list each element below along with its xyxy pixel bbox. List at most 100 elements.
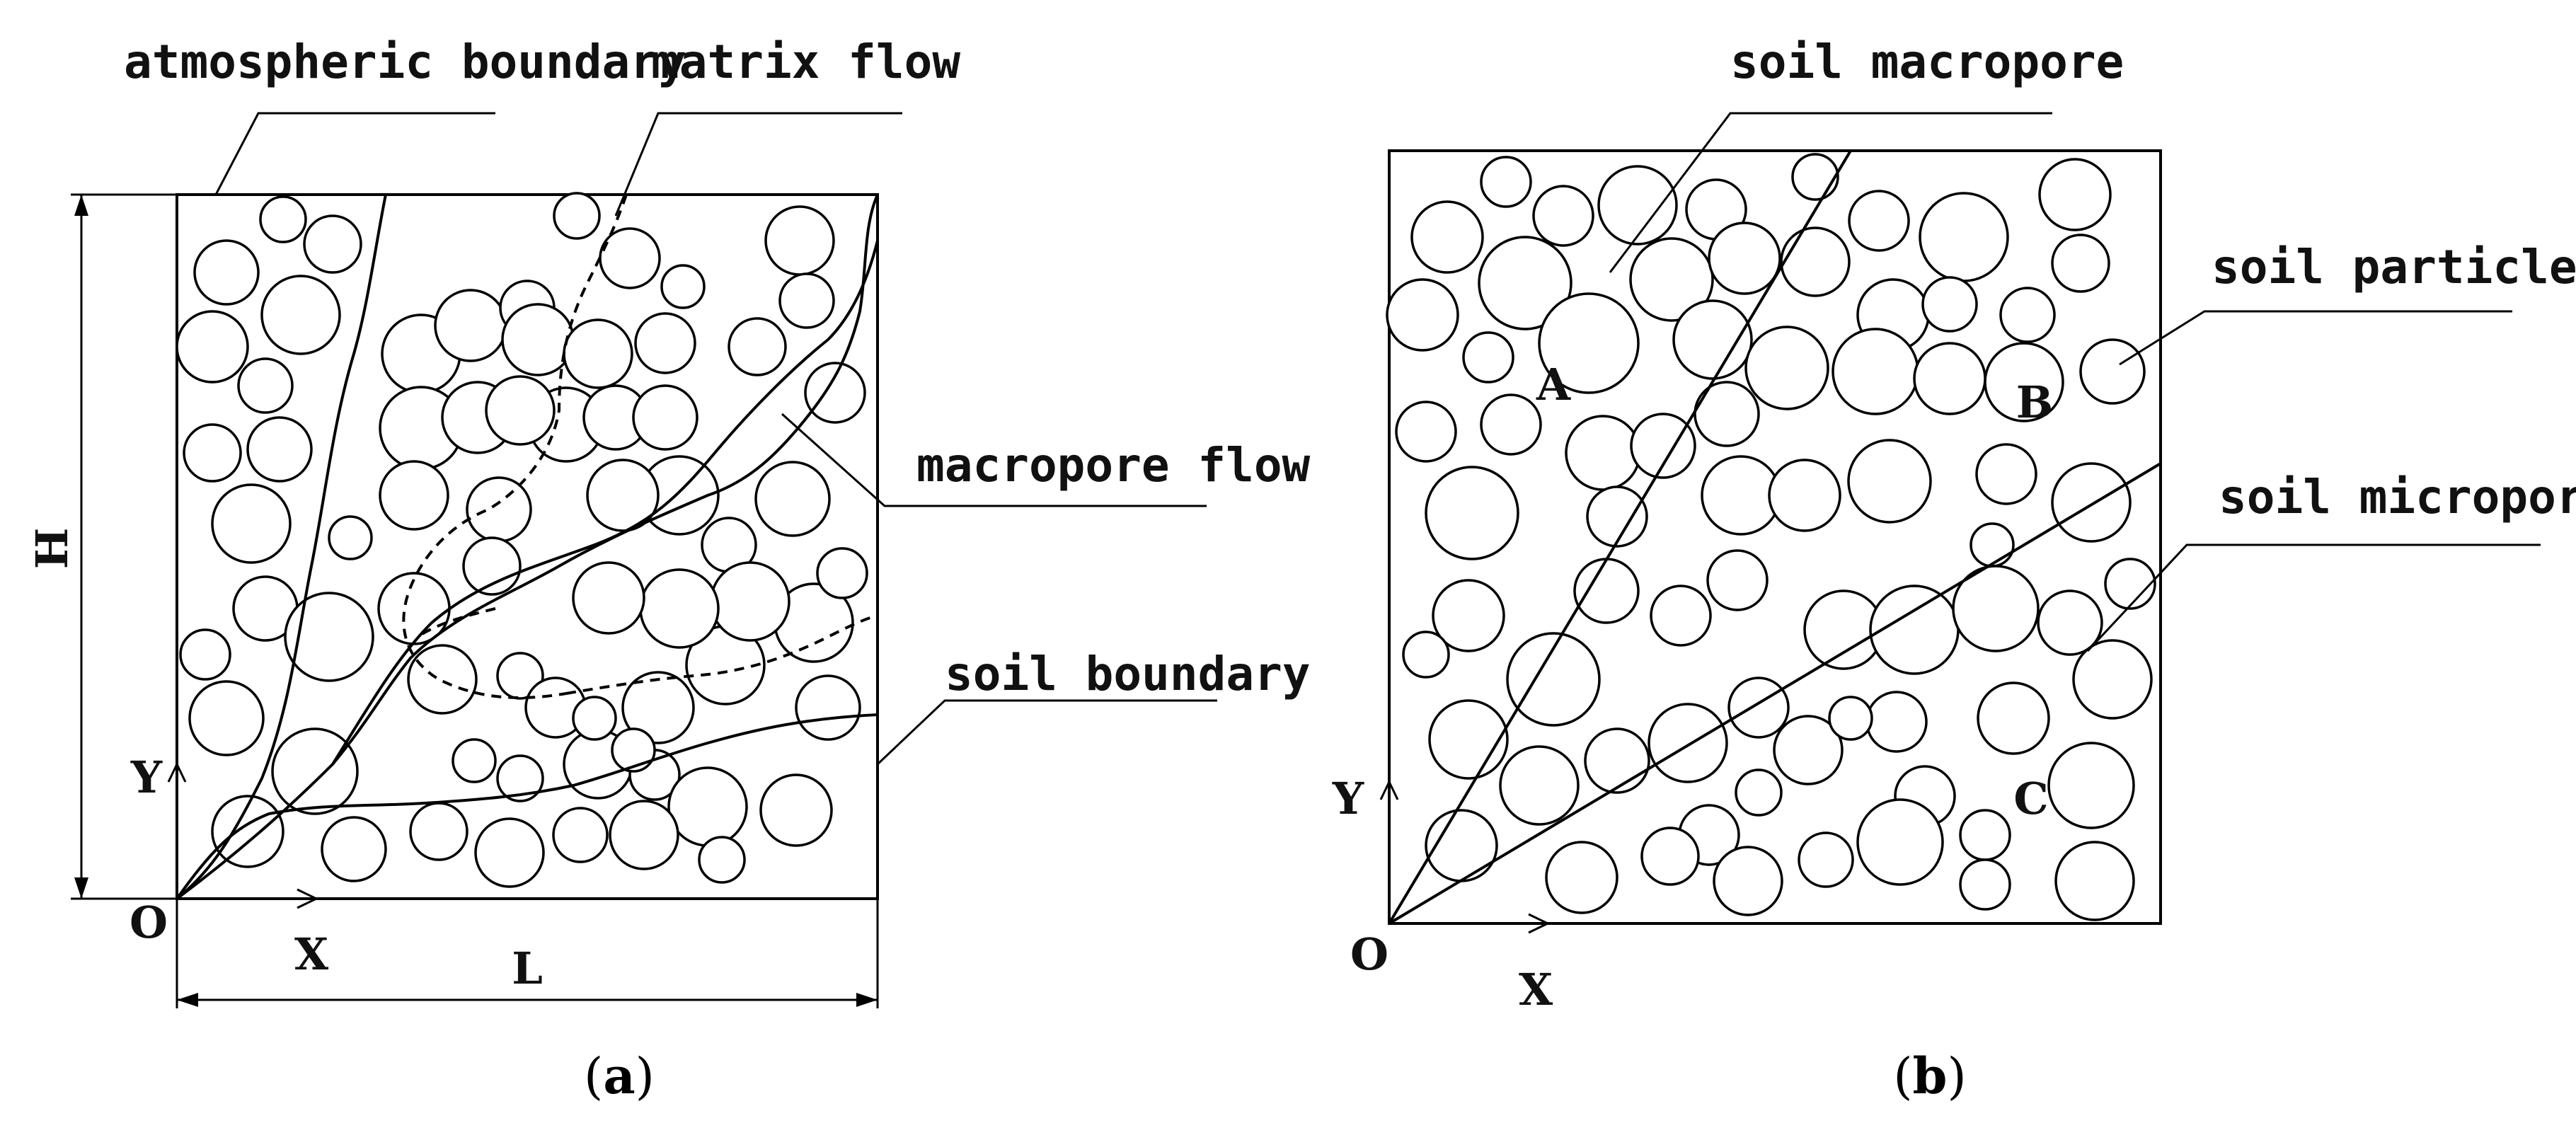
- macropore-line-A: [1388, 149, 1852, 925]
- soil-particle: [1768, 459, 1841, 532]
- soil-particle: [1798, 831, 1854, 888]
- point-a-label: A: [1536, 359, 1571, 410]
- height-arrow-bottom: [74, 877, 88, 899]
- soil-particle: [611, 727, 656, 773]
- soil-particle: [1727, 676, 1790, 739]
- soil-particle: [474, 817, 545, 888]
- soil-particle: [193, 239, 260, 306]
- soil-particle: [1773, 715, 1844, 785]
- origin-label-b: O: [1350, 928, 1388, 980]
- soil-particle: [1586, 485, 1648, 548]
- soil-particle: [1410, 200, 1484, 274]
- soil-particle: [496, 652, 544, 700]
- soil-particle: [1970, 522, 2015, 568]
- axis-y-arrowhead-a: [167, 761, 187, 783]
- soil-particle: [246, 416, 313, 483]
- soil-particle: [1735, 768, 1783, 817]
- soil-particle: [1425, 466, 1519, 560]
- soil-particle: [1856, 798, 1944, 886]
- atmospheric-boundary-label: atmospheric boundary: [124, 35, 686, 89]
- matrix-flow-path-left: [176, 194, 387, 900]
- axis-x-label-b: X: [1519, 964, 1553, 1015]
- soil-particle: [1480, 393, 1542, 456]
- soil-particle: [1975, 443, 2037, 505]
- soil-particle: [1480, 156, 1532, 208]
- panel-b-soil-particles: [1386, 153, 2156, 921]
- soil-particle-leader: [2119, 310, 2512, 366]
- soil-particle: [1584, 727, 1650, 794]
- soil-particle: [183, 423, 242, 483]
- soil-particle: [1630, 413, 1696, 479]
- height-arrow-top: [74, 195, 88, 216]
- soil-particle: [1478, 236, 1572, 330]
- soil-macropore-label: soil macropore: [1730, 35, 2124, 89]
- soil-particle: [1913, 342, 1986, 415]
- soil-particle: [1780, 226, 1851, 297]
- soil-particle: [179, 628, 231, 681]
- soil-particle: [303, 214, 362, 274]
- point-c-label: C: [2013, 773, 2048, 824]
- soil-particle: [1959, 858, 2011, 911]
- soil-particle: [1672, 299, 1753, 380]
- soil-particle: [176, 310, 249, 384]
- soil-particle: [211, 483, 292, 564]
- soil-particle: [1706, 549, 1769, 611]
- matrix-flow-dashed-2: [565, 614, 878, 695]
- soil-particle: [1977, 681, 2050, 755]
- matrix-flow-label: matrix flow: [651, 35, 960, 89]
- point-b-label: B: [2016, 376, 2053, 428]
- micropore-line-B: [1388, 462, 2162, 925]
- soil-particle: [501, 303, 575, 376]
- macropore-flow-label: macropore flow: [916, 438, 1311, 493]
- soil-particle: [1506, 632, 1601, 727]
- soil-particle: [2047, 742, 2135, 829]
- soil-particle: [778, 272, 835, 329]
- soil-particle: [1499, 745, 1580, 826]
- soil-particle: [816, 547, 868, 599]
- soil-particle: [462, 536, 522, 596]
- soil-particle: [1708, 221, 1781, 295]
- soil-particle: [586, 459, 660, 532]
- soil-particle: [710, 561, 790, 642]
- soil-particle: [1402, 630, 1450, 679]
- soil-particle: [466, 476, 532, 543]
- soil-particle: [634, 312, 696, 374]
- soil-particle: [2051, 234, 2110, 293]
- soil-particle: [552, 807, 609, 863]
- soil-particle: [1791, 153, 1839, 201]
- soil-particle: [1629, 237, 1714, 322]
- macropore-flow-leader: [781, 413, 1207, 507]
- soil-micropore-leader: [2086, 543, 2541, 652]
- soil-particle: [1848, 190, 1910, 252]
- soil-particle: [609, 800, 679, 870]
- soil-particle: [1744, 326, 1829, 410]
- soil-particle: [379, 460, 449, 531]
- axis-x-arrowhead-b: [1528, 913, 1551, 934]
- panel-b: Y X O A B C soil macropore soil particle…: [1332, 35, 2576, 1105]
- soil-particle: [321, 816, 387, 882]
- caption-a-letter: a: [603, 1047, 635, 1105]
- soil-particle: [2104, 558, 2156, 610]
- soil-boundary-leader: [876, 699, 1217, 766]
- caption-a: (a): [584, 1047, 655, 1105]
- axis-x-arrowhead-a: [297, 888, 319, 909]
- soil-particle: [1432, 579, 1505, 652]
- soil-particle: [407, 644, 478, 715]
- soil-particle: [795, 674, 861, 741]
- soil-particle: [237, 357, 294, 414]
- soil-particle: [284, 592, 374, 682]
- matrix-flow-leader: [614, 112, 902, 217]
- caption-a-close: ): [636, 1047, 655, 1105]
- soil-particle: [409, 802, 468, 861]
- soil-particle: [1959, 809, 2011, 861]
- soil-particle: [485, 375, 556, 446]
- soil-particle: [1828, 696, 1873, 741]
- soil-particle: [728, 317, 787, 376]
- panel-b-soil-box: [1388, 149, 2162, 925]
- soil-particle: [1565, 415, 1641, 491]
- panel-a-soil-box: [176, 193, 879, 900]
- soil-boundary-label: soil boundary: [945, 647, 1311, 701]
- soil-particle: [754, 461, 831, 537]
- soil-particle: [639, 568, 720, 649]
- soil-particle: [553, 192, 601, 240]
